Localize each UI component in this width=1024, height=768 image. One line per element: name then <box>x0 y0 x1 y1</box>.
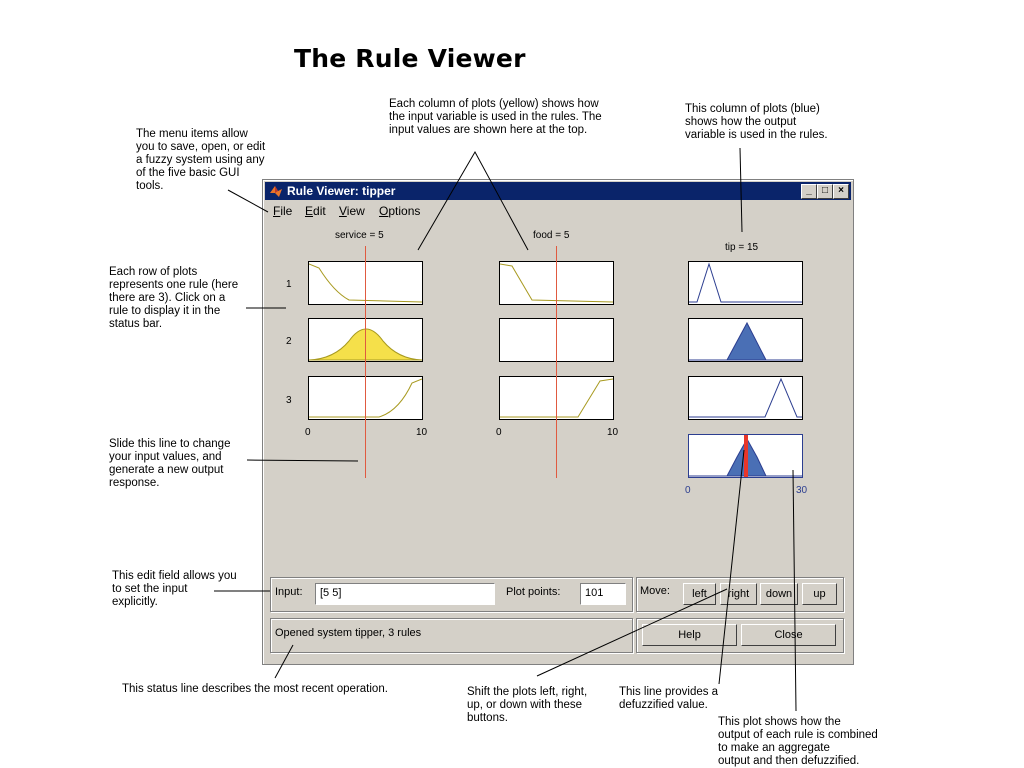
defuzzified-value-line <box>743 435 748 477</box>
note-input-column: Each column of plots (yellow) shows how … <box>389 98 602 136</box>
move-up-button[interactable]: up <box>802 583 837 605</box>
tip-rule-3-plot[interactable] <box>688 376 803 420</box>
food-axis-max: 10 <box>607 427 619 438</box>
close-window-button[interactable]: × <box>833 184 849 199</box>
plot-points-label: Plot points: <box>506 586 561 598</box>
note-output-column: This column of plots (blue) shows how th… <box>685 103 828 141</box>
rule-number-3[interactable]: 3 <box>286 395 292 406</box>
window-titlebar[interactable]: Rule Viewer: tipper _ □ × <box>265 182 851 200</box>
rule-viewer-window: Rule Viewer: tipper _ □ × File Edit View… <box>262 179 854 665</box>
note-edit-field: This edit field allows you to set the in… <box>112 570 237 608</box>
tip-rule-3-curve <box>689 377 802 418</box>
food-input-slider-line[interactable] <box>555 246 557 478</box>
input-field[interactable]: [5 5] <box>315 583 495 605</box>
tip-aggregate-plot[interactable] <box>688 434 803 478</box>
tip-axis-min: 0 <box>685 485 691 496</box>
note-defuzz: This line provides a defuzzified value. <box>619 686 719 711</box>
note-slide: Slide this line to change your input val… <box>109 438 231 489</box>
help-button[interactable]: Help <box>642 624 737 646</box>
input-label: Input: <box>275 586 303 598</box>
service-axis-max: 10 <box>416 427 428 438</box>
service-rule-2-plot[interactable] <box>308 318 423 362</box>
food-axis-min: 0 <box>496 427 502 438</box>
note-rows: Each row of plots represents one rule (h… <box>109 266 239 330</box>
food-label: food = 5 <box>533 230 570 241</box>
menu-view[interactable]: View <box>339 204 365 218</box>
note-status: This status line describes the most rece… <box>122 683 388 695</box>
food-rule-3-curve <box>500 378 613 418</box>
page-title: The Rule Viewer <box>294 44 526 73</box>
service-rule-3-curve <box>309 378 422 418</box>
input-panel: Input: [5 5] Plot points: 101 <box>270 577 633 612</box>
service-rule-1-curve <box>309 263 422 303</box>
matlab-logo-icon <box>270 186 282 197</box>
rule-number-2[interactable]: 2 <box>286 336 292 347</box>
status-text: Opened system tipper, 3 rules <box>275 627 422 639</box>
tip-rule-1-plot[interactable] <box>688 261 803 305</box>
note-shift: Shift the plots left, right, up, or down… <box>467 686 588 724</box>
note-menu: The menu items allow you to save, open, … <box>136 128 266 192</box>
move-left-button[interactable]: left <box>683 583 716 605</box>
food-rule-1-curve <box>500 263 613 303</box>
menu-file[interactable]: File <box>273 204 293 218</box>
minimize-button[interactable]: _ <box>801 184 817 199</box>
service-input-slider-line[interactable] <box>364 246 366 478</box>
service-axis-min: 0 <box>305 427 311 438</box>
food-rule-2-plot[interactable] <box>499 318 614 362</box>
menu-options[interactable]: Options <box>379 204 421 218</box>
move-label: Move: <box>640 585 670 597</box>
close-button[interactable]: Close <box>741 624 836 646</box>
move-panel: Move: left right down up <box>636 577 844 612</box>
menu-edit[interactable]: Edit <box>305 204 326 218</box>
note-aggregate: This plot shows how the output of each r… <box>718 716 878 767</box>
status-panel: Opened system tipper, 3 rules <box>270 618 633 653</box>
service-rule-2-curve <box>309 328 422 361</box>
food-rule-3-plot[interactable] <box>499 376 614 420</box>
tip-axis-max: 30 <box>796 485 808 496</box>
food-rule-1-plot[interactable] <box>499 261 614 305</box>
maximize-button[interactable]: □ <box>817 184 833 199</box>
tip-rule-2-curve <box>689 321 802 361</box>
service-rule-1-plot[interactable] <box>308 261 423 305</box>
tip-rule-1-curve <box>689 262 802 303</box>
menu-bar: File Edit View Options <box>265 202 851 220</box>
help-close-panel: Help Close <box>636 618 844 653</box>
plot-points-field[interactable]: 101 <box>580 583 626 605</box>
window-title: Rule Viewer: tipper <box>287 184 396 198</box>
rule-number-1[interactable]: 1 <box>286 279 292 290</box>
move-down-button[interactable]: down <box>760 583 798 605</box>
move-right-button[interactable]: right <box>720 583 757 605</box>
tip-label: tip = 15 <box>725 242 759 253</box>
service-rule-3-plot[interactable] <box>308 376 423 420</box>
tip-rule-2-plot[interactable] <box>688 318 803 362</box>
service-label: service = 5 <box>335 230 384 241</box>
